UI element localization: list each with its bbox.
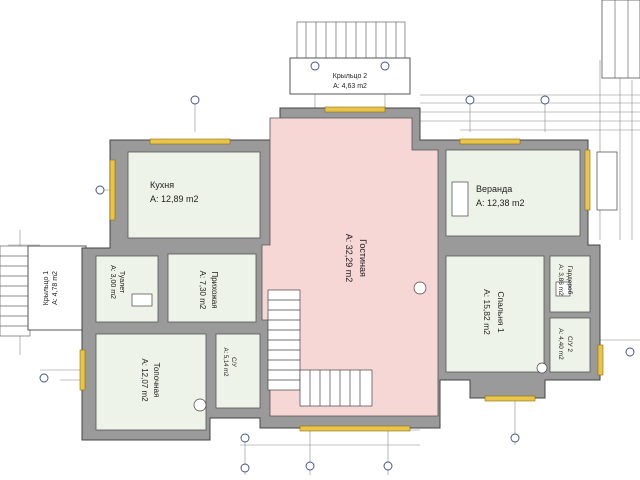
axis-marker [95, 185, 105, 195]
room-living [261, 117, 439, 417]
porch-2-deck [289, 57, 411, 95]
axis-marker [625, 347, 635, 357]
toilet-name: Туалет [118, 271, 125, 294]
rooms [95, 117, 591, 431]
axis-marker [510, 433, 520, 443]
toilet-area: A: 3,00 m2 [109, 265, 116, 299]
fixtures [131, 151, 618, 412]
kitchen-name: Кухня [150, 180, 174, 190]
axis-marker [305, 461, 315, 471]
storage-area: A: 3,86 m2 [557, 264, 564, 296]
boiler-area: A: 12,07 m2 [140, 358, 149, 402]
wc-area: A: 5,14 m2 [222, 347, 228, 377]
wc-name: С/У [230, 357, 236, 367]
axis-marker [380, 61, 390, 71]
porch-1-deck [27, 245, 87, 331]
room-boiler [95, 333, 207, 431]
window [324, 106, 386, 113]
axis-marker [310, 61, 320, 71]
axis-marker [540, 95, 550, 105]
bath-2-name: С/У 2 [566, 336, 573, 352]
porch-1-area: A: 4,78 m2 [52, 271, 59, 305]
window [109, 159, 116, 221]
room-wc [215, 333, 261, 409]
living-area: A: 32,29 m2 [344, 234, 354, 283]
window [299, 425, 411, 432]
hall-area: A: 7,30 m2 [198, 271, 207, 310]
axis-marker [383, 461, 393, 471]
window [459, 138, 521, 145]
axis-markers [39, 61, 635, 473]
veranda-area: A: 12,38 m2 [476, 198, 525, 208]
room-kitchen [127, 151, 261, 239]
living-name: Гостиная [358, 239, 368, 277]
window [584, 149, 591, 211]
room-toilet [95, 255, 159, 323]
room-labels: Кухня A: 12,89 m2 Веранда A: 12,38 m2 Го… [43, 73, 574, 402]
porch-1-name: Крыльцо 1 [43, 271, 50, 306]
room-hall [167, 253, 257, 323]
axis-marker [190, 95, 200, 105]
bedroom-1-area: A: 15,82 m2 [482, 289, 492, 335]
bedroom-1-name: Спальня 1 [496, 291, 506, 333]
window [149, 138, 231, 145]
boiler-name: Топочная [152, 363, 161, 398]
kitchen-area: A: 12,89 m2 [150, 194, 199, 204]
axis-marker [240, 463, 250, 473]
bath-2-area: A: 4,40 m2 [557, 328, 564, 360]
porch-1-stairs [0, 245, 31, 337]
windows [79, 106, 604, 432]
window [79, 349, 86, 391]
window [484, 395, 536, 402]
room-bath-2 [549, 317, 591, 373]
window [597, 344, 604, 376]
hall-name: Прихожая [210, 271, 219, 308]
axis-marker [240, 433, 250, 443]
axis-marker [465, 95, 475, 105]
porch-2-area: A: 4,63 m2 [333, 83, 367, 90]
title-block [601, 0, 640, 79]
porch-2-name: Крыльцо 2 [333, 73, 368, 80]
veranda-name: Веранда [476, 184, 512, 194]
inner-stairs [267, 289, 373, 407]
axis-marker [39, 373, 49, 383]
room-bedroom-1 [445, 255, 545, 373]
storage-name: Гардероб [566, 266, 574, 295]
